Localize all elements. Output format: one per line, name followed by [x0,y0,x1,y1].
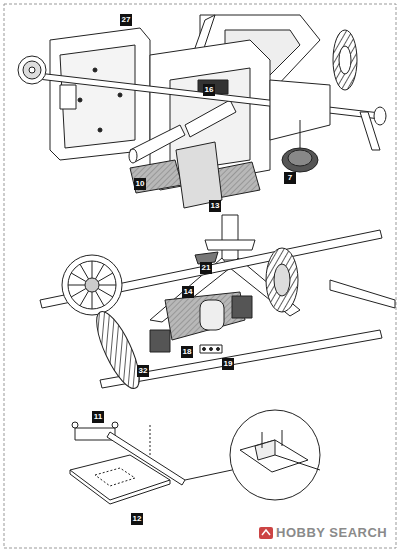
wheel-spoke [98,273,113,282]
upper-view [18,15,386,208]
callout-number: 16 [203,84,215,96]
wheel-spoke [80,291,89,306]
wheel-spoke [96,264,105,279]
callout-number: 11 [92,411,104,423]
wheel-spoke [98,289,113,298]
page-border [4,4,396,548]
wheel-spoke [96,291,105,306]
callout-number: 27 [120,14,132,26]
wheel-spoke [80,264,89,279]
callout-number: 13 [209,200,221,212]
callout-number: 14 [182,286,194,298]
callout-number: 21 [200,262,212,274]
callout-number: 12 [131,513,143,525]
wheel-spoke [71,289,86,298]
wheel-spoke [92,261,93,278]
callout-number: 18 [181,346,193,358]
callout-number: 7 [284,172,296,184]
wheel-spoke [99,285,116,286]
wheel-spoke [92,292,93,309]
callout-number: 32 [137,365,149,377]
watermark: HOBBY SEARCH [276,525,387,540]
callout-number: 19 [222,358,234,370]
middle-view [40,215,395,394]
callout-number: 10 [134,178,146,190]
wheel-spoke [68,285,85,286]
wheel-spoke [71,273,86,282]
watermark-logo [259,527,273,539]
detail-view [70,410,320,504]
